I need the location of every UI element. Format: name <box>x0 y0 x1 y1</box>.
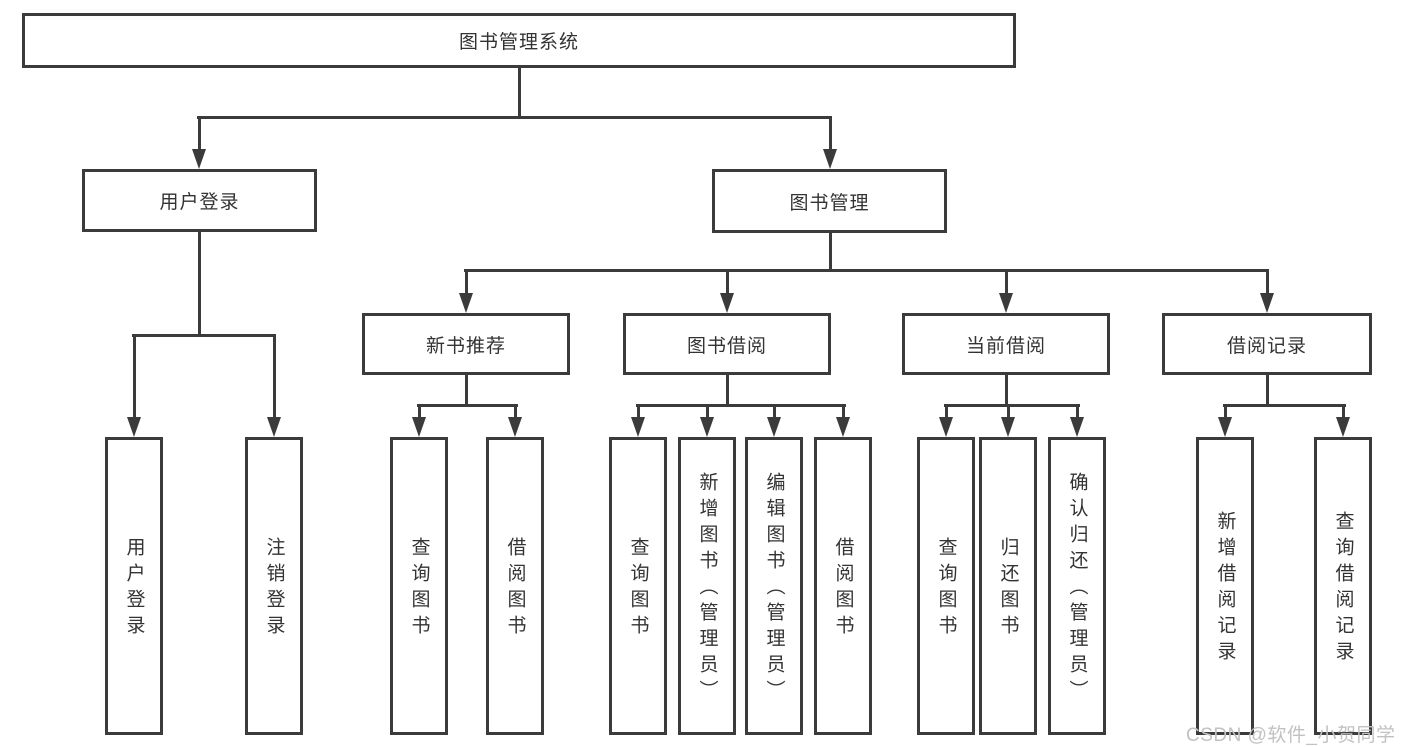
connector-stub-root <box>518 68 521 118</box>
node-leaf-query-books-recommend: 查询图书 <box>390 437 448 735</box>
connector-stub-user-login <box>198 231 201 337</box>
connector-bar-level3 <box>464 269 1269 272</box>
connector-bar-borrow-records <box>1223 404 1346 407</box>
connector-drop-leaf <box>706 404 709 421</box>
node-leaf-add-borrow-record-label: 新增借阅记录 <box>1214 511 1236 667</box>
connector-drop-leaf <box>945 404 948 421</box>
arrowhead-down-icon <box>700 417 714 437</box>
node-user-login-label: 用户登录 <box>159 192 240 213</box>
connector-stub-book-management <box>829 232 832 271</box>
connector-drop-leaf <box>514 404 517 421</box>
connector-bar-book-borrow <box>636 404 846 407</box>
node-leaf-add-book-admin: 新增图书（管理员） <box>678 437 736 735</box>
arrowhead-down-icon <box>127 417 141 437</box>
node-borrow-records: 借阅记录 <box>1162 313 1372 375</box>
connector-drop-leaf <box>133 334 136 421</box>
node-leaf-borrow-book-recommend: 借阅图书 <box>486 437 544 735</box>
node-leaf-borrow-book-label: 借阅图书 <box>832 537 854 641</box>
node-leaf-borrow-book: 借阅图书 <box>814 437 872 735</box>
node-leaf-return-book-label: 归还图书 <box>997 537 1019 641</box>
arrowhead-down-icon <box>1070 417 1084 437</box>
connector-drop-level3 <box>1005 269 1008 297</box>
node-leaf-query-books-borrow-label: 查询图书 <box>627 537 649 641</box>
arrowhead-down-icon <box>823 149 837 169</box>
node-root: 图书管理系统 <box>22 13 1016 68</box>
arrowhead-down-icon <box>939 417 953 437</box>
arrowhead-down-icon <box>836 417 850 437</box>
node-leaf-query-books-recommend-label: 查询图书 <box>408 537 430 641</box>
node-new-book-recommend: 新书推荐 <box>362 313 570 375</box>
connector-drop-leaf <box>273 334 276 421</box>
connector-drop-level3 <box>1266 269 1269 297</box>
node-book-borrow-label: 图书借阅 <box>686 335 767 357</box>
node-leaf-query-books-current-label: 查询图书 <box>935 537 957 641</box>
connector-drop-level3 <box>465 269 468 297</box>
connector-drop-leaf <box>842 404 845 421</box>
arrowhead-down-icon <box>508 417 522 437</box>
node-leaf-query-borrow-record-label: 查询借阅记录 <box>1332 511 1354 667</box>
node-leaf-edit-book-admin: 编辑图书（管理员） <box>745 437 803 735</box>
arrowhead-down-icon <box>412 417 426 437</box>
node-leaf-user-login: 用户登录 <box>105 437 163 735</box>
arrowhead-down-icon <box>1336 417 1350 437</box>
node-leaf-return-book: 归还图书 <box>979 437 1037 735</box>
node-new-book-recommend-label: 新书推荐 <box>425 335 506 357</box>
node-leaf-add-borrow-record: 新增借阅记录 <box>1196 437 1254 735</box>
node-leaf-query-borrow-record: 查询借阅记录 <box>1314 437 1372 735</box>
arrowhead-down-icon <box>1218 417 1232 437</box>
node-root-label: 图书管理系统 <box>458 32 579 53</box>
node-current-borrow: 当前借阅 <box>902 313 1110 375</box>
node-leaf-confirm-return-admin-label: 确认归还（管理员） <box>1066 472 1088 706</box>
connector-bar-user-login <box>132 334 276 337</box>
connector-drop-book-management <box>829 116 832 153</box>
connector-stub-borrow-records <box>1266 374 1269 406</box>
csdn-watermark: CSDN @软件_小贺同学 <box>1186 725 1396 746</box>
connector-stub-book-borrow <box>726 374 729 406</box>
node-leaf-logout-label: 注销登录 <box>263 537 285 641</box>
node-leaf-borrow-book-recommend-label: 借阅图书 <box>504 537 526 641</box>
connector-drop-user-login <box>198 116 201 153</box>
node-current-borrow-label: 当前借阅 <box>965 335 1046 357</box>
node-leaf-query-books-borrow: 查询图书 <box>609 437 667 735</box>
node-book-borrow: 图书借阅 <box>623 313 831 375</box>
node-borrow-records-label: 借阅记录 <box>1226 335 1307 357</box>
connector-drop-leaf <box>1076 404 1079 421</box>
connector-bar-current-borrow <box>944 404 1080 407</box>
connector-drop-leaf <box>1224 404 1227 421</box>
node-user-login: 用户登录 <box>82 169 317 232</box>
node-leaf-query-books-current: 查询图书 <box>917 437 975 735</box>
node-leaf-add-book-admin-label: 新增图书（管理员） <box>696 472 718 706</box>
connector-bar-level2 <box>197 116 832 119</box>
connector-drop-level3 <box>726 269 729 297</box>
connector-drop-leaf <box>1342 404 1345 421</box>
node-leaf-logout: 注销登录 <box>245 437 303 735</box>
node-leaf-confirm-return-admin: 确认归还（管理员） <box>1048 437 1106 735</box>
arrowhead-down-icon <box>999 293 1013 313</box>
node-book-management: 图书管理 <box>712 169 947 233</box>
connector-drop-leaf <box>773 404 776 421</box>
arrowhead-down-icon <box>1001 417 1015 437</box>
arrowhead-down-icon <box>1260 293 1274 313</box>
node-leaf-edit-book-admin-label: 编辑图书（管理员） <box>763 472 785 706</box>
connector-drop-leaf <box>418 404 421 421</box>
connector-stub-current-borrow <box>1005 374 1008 406</box>
connector-drop-leaf <box>637 404 640 421</box>
connector-stub-new-book-recommend <box>465 374 468 406</box>
arrowhead-down-icon <box>192 149 206 169</box>
node-book-management-label: 图书管理 <box>789 192 870 214</box>
arrowhead-down-icon <box>767 417 781 437</box>
arrowhead-down-icon <box>267 417 281 437</box>
arrowhead-down-icon <box>459 293 473 313</box>
arrowhead-down-icon <box>631 417 645 437</box>
node-leaf-user-login-label: 用户登录 <box>123 537 145 641</box>
connector-drop-leaf <box>1007 404 1010 421</box>
arrowhead-down-icon <box>720 293 734 313</box>
connector-bar-new-book-recommend <box>417 404 518 407</box>
